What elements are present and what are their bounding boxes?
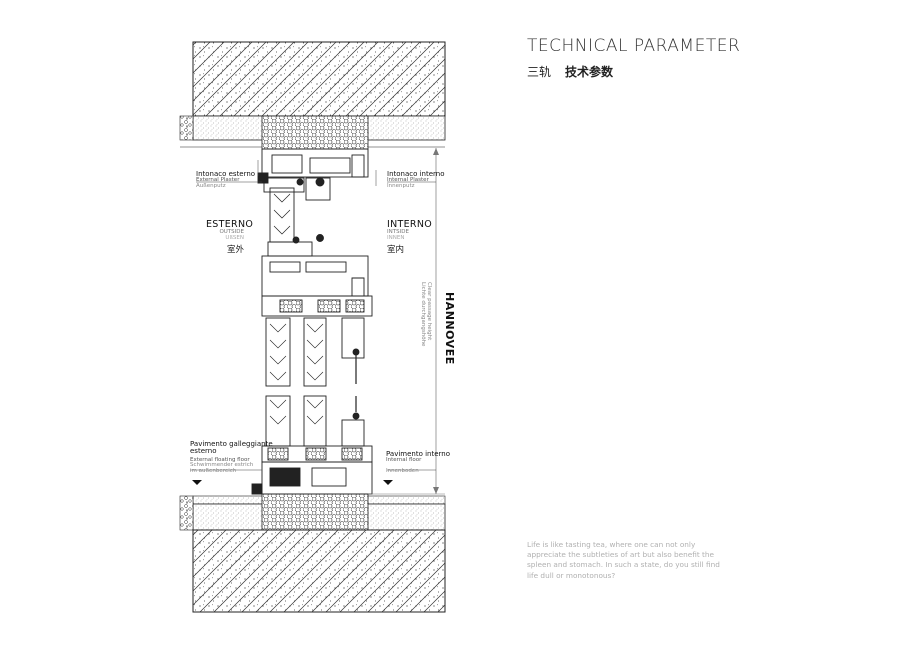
outside-label-main: ESTERNO [206,219,254,230]
subtitle-bold: 技术参数 [565,65,614,79]
bottom-floor-layer [179,493,446,531]
label-internal-plaster: Intonaco interno Internal Plaster Innenp… [387,170,445,190]
label-external-floor-sub2a: Schwimmender estrich [190,462,254,469]
dimension-caption-line1: Clear passage height [426,282,432,341]
label-internal-floor-main: Pavimento interno [386,450,451,458]
label-external-floor-main2: esterno [190,447,217,456]
top-frame-profile [257,148,369,201]
dimension-caption-line2: Lichte durchgangshöhe [419,282,426,347]
inside-label: INTERNO INTSIDE INNEN 室内 [387,220,432,254]
label-internal-floor-sub2: Innenboden [386,468,419,475]
label-leader-lines [190,160,436,471]
external-floor-arrow [192,480,202,485]
three-track-sashes-lower [251,395,373,495]
label-internal-plaster-main: Intonaco interno [387,170,445,178]
label-external-floor-sub2b: im außenbereich [190,468,237,475]
top-plaster-band [179,115,446,150]
inside-label-sub: INTSIDE [387,228,409,235]
label-external-plaster-sub2: Außenputz [196,183,226,190]
bottom-concrete-slab [192,529,446,613]
subtitle-cn: 三轨 [527,65,552,79]
label-external-floor-sub: External floating floor [190,456,250,463]
outside-label-cn: 室外 [226,244,244,255]
outside-label: ESTERNO OUTSIDE UßSEN 室外 [206,219,254,255]
label-internal-floor: Pavimento interno Internal floor Innenbo… [386,450,451,475]
inside-label-cn: 室内 [387,244,405,255]
dimension-line [368,148,445,495]
label-external-plaster-sub: External Plaster [196,177,240,184]
label-external-plaster: Intonaco esterno External Plaster Außenp… [196,170,256,190]
label-external-plaster-main: Intonaco esterno [196,170,256,178]
label-internal-plaster-sub2: Innenputz [387,183,415,190]
label-external-floor: Pavimento galleggiante esterno External … [190,440,273,475]
dimension-title: HANNOVEE [443,292,456,365]
quote-text: Life is like tasting tea, where one can … [527,540,720,580]
internal-floor-arrow [383,480,393,485]
three-track-sashes-upper [261,295,373,387]
label-external-floor-main1: Pavimento galleggiante [190,440,273,448]
page-title: TECHNICAL PARAMETER [527,36,741,56]
label-internal-plaster-sub: Internal Plaster [387,177,429,184]
outside-label-sub: OUTSIDE [219,228,244,235]
dimension-caption: Clear passage height Lichte durchgangshö… [420,282,432,346]
outside-label-sub2: UßSEN [225,234,244,241]
upper-sash-profile [261,187,369,297]
label-internal-floor-sub: Internal floor [386,457,422,464]
page-subtitle: 三轨技术参数 [527,63,613,80]
inside-label-main: INTERNO [387,219,432,230]
inside-label-sub2: INNEN [387,234,405,241]
top-concrete-slab [192,41,446,117]
